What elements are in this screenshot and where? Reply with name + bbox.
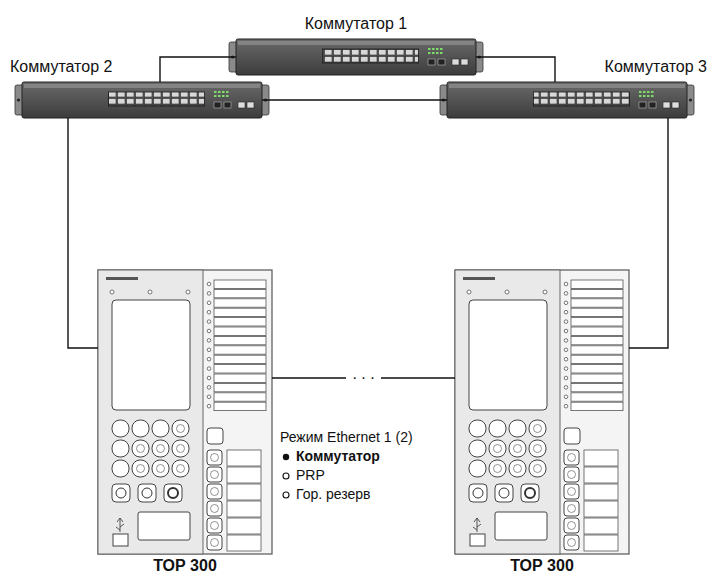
network-link [68, 118, 98, 348]
switch-picture [229, 39, 483, 75]
radio-empty [283, 473, 289, 479]
radio-option: Гор. резерв [296, 486, 371, 503]
network-link [262, 99, 447, 100]
network-link [476, 57, 555, 82]
device-label: ТОР 300 [153, 557, 217, 575]
switch-picture [440, 82, 694, 118]
network-link [160, 57, 236, 82]
network-link [629, 118, 668, 348]
relay-terminal-picture [98, 270, 272, 554]
radio-option: PRP [296, 467, 325, 484]
switch-picture [15, 82, 269, 118]
radio-bullets [283, 454, 289, 498]
radio-option: Коммутатор [296, 448, 380, 465]
radio-empty [283, 492, 289, 498]
relay-terminal: ТОР 300 [98, 270, 272, 554]
radio-selected [283, 454, 289, 460]
network-switch: Коммутатор 3 [447, 82, 687, 118]
setting-title: Режим Ethernet 1 (2) [280, 429, 413, 446]
ellipsis-label: . . . [346, 365, 380, 383]
network-switch: Коммутатор 2 [22, 82, 262, 118]
network-switch: Коммутатор 1 [236, 39, 476, 75]
switch-label: Коммутатор 1 [305, 15, 407, 33]
switch-label: Коммутатор 3 [605, 58, 707, 76]
relay-terminal-picture [455, 270, 629, 554]
device-label: ТОР 300 [510, 557, 574, 575]
switch-label: Коммутатор 2 [10, 58, 112, 76]
relay-terminal: ТОР 300 [455, 270, 629, 554]
